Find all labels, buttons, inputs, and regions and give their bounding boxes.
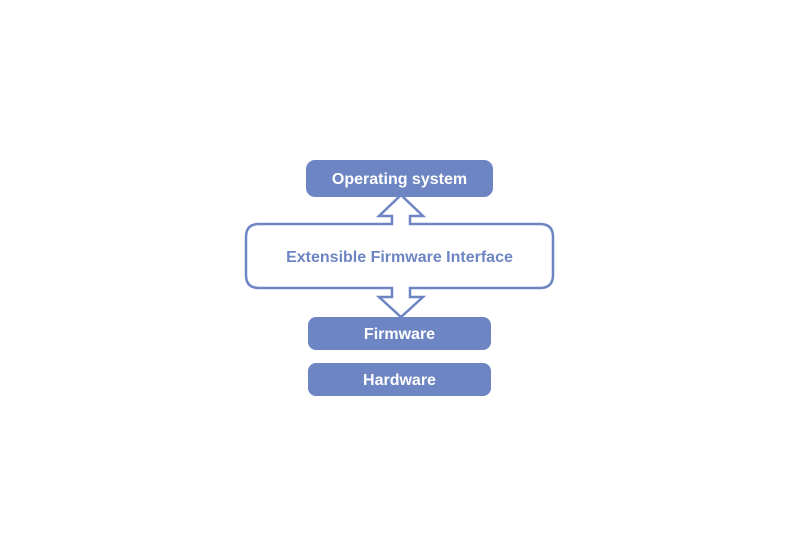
efi-label: Extensible Firmware Interface — [286, 249, 513, 266]
efi-node: Extensible Firmware Interface — [244, 193, 555, 319]
hardware-node: Hardware — [308, 363, 491, 396]
operating-system-node: Operating system — [306, 160, 493, 197]
hardware-label: Hardware — [363, 372, 436, 389]
operating-system-label: Operating system — [332, 171, 467, 188]
firmware-box — [308, 317, 491, 350]
firmware-label: Firmware — [364, 326, 435, 343]
firmware-node: Firmware — [308, 317, 491, 350]
hardware-box — [308, 363, 491, 396]
operating-system-box — [306, 160, 493, 197]
